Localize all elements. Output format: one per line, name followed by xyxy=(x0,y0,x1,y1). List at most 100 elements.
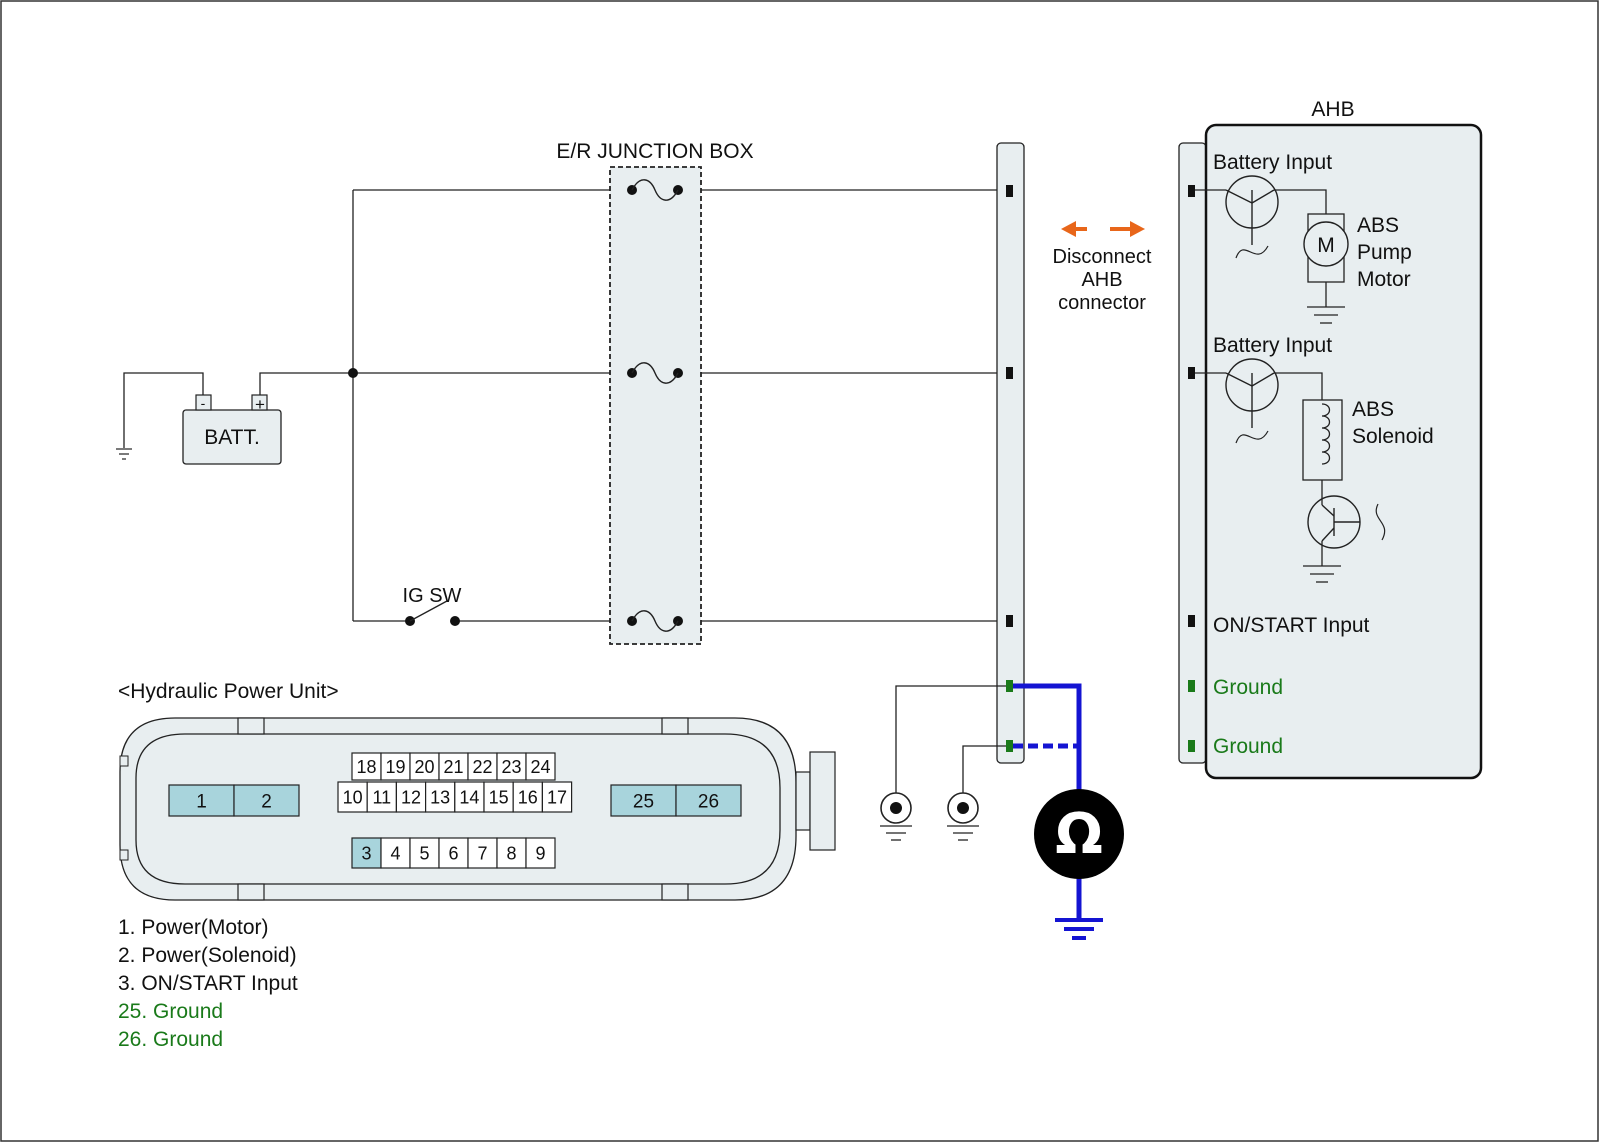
legend-item-25: 25. Ground xyxy=(118,1000,224,1023)
legend-item-1: 1. Power(Motor) xyxy=(118,916,269,939)
pin-label-1: 1 xyxy=(196,791,207,812)
pin-label-10: 10 xyxy=(343,787,363,807)
legend-item-2: 2. Power(Solenoid) xyxy=(118,944,297,967)
pin-label-12: 12 xyxy=(401,787,421,807)
battery-negative-label: - xyxy=(201,395,206,411)
pin-label-8: 8 xyxy=(506,843,516,863)
motor-symbol: M xyxy=(1317,234,1335,257)
ahb-pin-25 xyxy=(1188,680,1195,692)
ahb-pin-2 xyxy=(1188,367,1195,379)
harness-pin-26 xyxy=(1006,740,1013,752)
pin-2: 2 xyxy=(233,784,300,817)
pin-26: 26 xyxy=(675,784,742,817)
ahb-solenoid-feed-wire xyxy=(1274,372,1323,400)
ground-wire-25 xyxy=(895,685,1006,793)
pin-legend: 1. Power(Motor) 2. Power(Solenoid) 3. ON… xyxy=(118,914,298,1054)
ground-probe-1 xyxy=(880,792,912,841)
pin-24: 24 xyxy=(525,752,556,781)
pin-label-23: 23 xyxy=(501,757,521,777)
fuse-2 xyxy=(627,362,683,384)
ahb-module: AHB xyxy=(1178,98,1483,780)
ig-switch: IG SW xyxy=(403,585,462,626)
ohmmeter-ground-symbol xyxy=(1055,918,1103,940)
ahb-pin-label-25: Ground xyxy=(1213,676,1283,699)
solenoid-label-2: Solenoid xyxy=(1352,425,1434,448)
pin-label-3: 3 xyxy=(361,843,371,863)
pin-3: 3 xyxy=(351,837,382,869)
ahb-pin-label-26: Ground xyxy=(1213,735,1283,758)
pin-label-4: 4 xyxy=(390,843,400,863)
ahb-motor-feed-wire xyxy=(1274,189,1327,214)
pin-label-21: 21 xyxy=(443,757,463,777)
solenoid-ground-symbol xyxy=(1303,565,1341,583)
ahb-pin-label-1: Battery Input xyxy=(1213,151,1332,174)
pin-7: 7 xyxy=(467,837,498,869)
ig-switch-label: IG SW xyxy=(403,585,462,607)
fuse-1 xyxy=(627,179,683,201)
battery-label: BATT. xyxy=(204,426,260,449)
pin-6: 6 xyxy=(438,837,469,869)
disconnect-arrow-icon xyxy=(1061,221,1145,237)
pin-22: 22 xyxy=(467,752,498,781)
solenoid-label-1: ABS xyxy=(1352,398,1394,421)
ahb-pin-label-3: ON/START Input xyxy=(1213,614,1370,637)
pin-19: 19 xyxy=(380,752,411,781)
battery-positive-label: + xyxy=(255,395,265,414)
pin-label-24: 24 xyxy=(530,757,550,777)
ohmmeter: Ω xyxy=(1034,789,1124,879)
pin-9: 9 xyxy=(525,837,556,869)
ahb-label: AHB xyxy=(1311,98,1354,121)
pump-motor-label-1: ABS xyxy=(1357,214,1399,237)
pump-motor-label-3: Motor xyxy=(1357,268,1411,291)
pin-label-22: 22 xyxy=(472,757,492,777)
pin-21: 21 xyxy=(438,752,469,781)
transistor-2-icon xyxy=(1225,358,1279,444)
harness-pin-2 xyxy=(1006,367,1013,379)
harness-pin-25 xyxy=(1006,680,1013,692)
ground-probe-2 xyxy=(947,792,979,841)
battery-ground-symbol xyxy=(116,448,132,460)
pin-label-26: 26 xyxy=(698,791,719,812)
disconnect-label-3: connector xyxy=(1058,292,1146,314)
battery-ground-wire xyxy=(123,372,204,448)
harness-pin-3 xyxy=(1006,615,1013,627)
pin-label-15: 15 xyxy=(489,787,509,807)
measure-wire-solid xyxy=(1013,683,1082,795)
pin-label-7: 7 xyxy=(477,843,487,863)
pin-16: 16 xyxy=(512,781,544,813)
pin-12: 12 xyxy=(395,781,427,813)
disconnect-label-2: AHB xyxy=(1081,269,1122,291)
ahb-pin-label-2: Battery Input xyxy=(1213,334,1332,357)
ahb-pin-26 xyxy=(1188,740,1195,752)
motor-ground-symbol xyxy=(1307,306,1345,324)
battery: - + BATT. xyxy=(182,394,282,465)
ground-wire-26 xyxy=(962,745,1006,793)
ahb-pin-1 xyxy=(1188,185,1195,197)
pin-1: 1 xyxy=(168,784,235,817)
pin-13: 13 xyxy=(425,781,456,813)
pin-17: 17 xyxy=(541,781,573,813)
pin-label-18: 18 xyxy=(356,757,376,777)
junction-box: E/R JUNCTION BOX xyxy=(556,140,754,645)
legend-item-26: 26. Ground xyxy=(118,1028,224,1051)
pin-23: 23 xyxy=(496,752,527,781)
harness-pin-1 xyxy=(1006,185,1013,197)
pin-18: 18 xyxy=(351,752,382,781)
fuse-3 xyxy=(627,610,683,632)
legend-item-3: 3. ON/START Input xyxy=(118,972,298,995)
pin-label-19: 19 xyxy=(385,757,405,777)
hpu-title: <Hydraulic Power Unit> xyxy=(118,680,339,703)
pin-label-13: 13 xyxy=(430,787,450,807)
pin-4: 4 xyxy=(380,837,411,869)
pump-motor-icon: M xyxy=(1303,213,1349,283)
pin-label-9: 9 xyxy=(535,843,545,863)
pin-20: 20 xyxy=(409,752,440,781)
pin-10: 10 xyxy=(337,781,368,813)
battery-positive-wire xyxy=(259,372,1005,395)
ohm-icon: Ω xyxy=(1055,802,1103,867)
harness-connector xyxy=(996,142,1025,764)
splice-node xyxy=(348,368,358,378)
